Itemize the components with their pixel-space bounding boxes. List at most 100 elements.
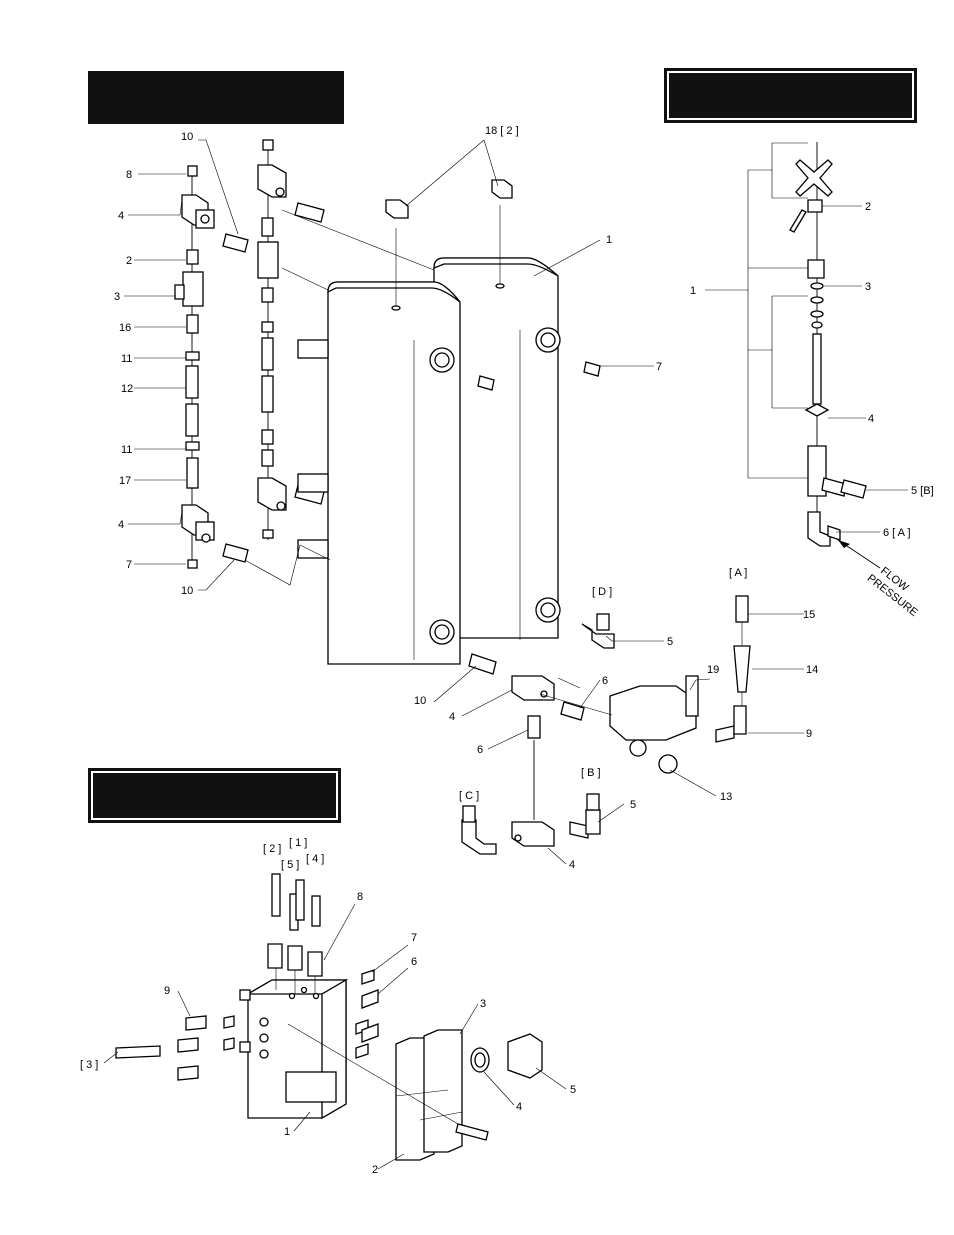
callout-m-3: 3 bbox=[480, 998, 486, 1010]
callout-5-d: 5 bbox=[667, 636, 673, 648]
valve-part-3 bbox=[182, 271, 204, 307]
stem bbox=[812, 333, 822, 405]
fitting-part-5-b bbox=[840, 479, 867, 499]
callout-11-top: 11 bbox=[121, 353, 132, 365]
bottom-piping bbox=[461, 595, 751, 855]
plug-part-6-m bbox=[361, 989, 379, 1009]
coil-part-19 bbox=[685, 675, 699, 717]
callout-15: 15 bbox=[803, 609, 815, 621]
callout-9: 9 bbox=[806, 728, 812, 740]
callout-4-center: 4 bbox=[449, 711, 455, 723]
handle-knob bbox=[795, 159, 833, 197]
callout-m-3-probe: [ 3 ] bbox=[80, 1059, 98, 1071]
fitting-part-10-upper bbox=[222, 233, 249, 253]
fitting-part-5-m bbox=[507, 1033, 543, 1079]
callout-2-right: 2 bbox=[865, 201, 871, 213]
ferrule-part-11 bbox=[185, 351, 200, 361]
callout-b: [ B ] bbox=[581, 767, 601, 779]
callout-12: 12 bbox=[121, 383, 133, 395]
callout-7-tank: 7 bbox=[656, 361, 662, 373]
nipple-part-15 bbox=[735, 595, 749, 623]
valve-body bbox=[807, 445, 827, 497]
elbow-part-6-a bbox=[807, 511, 831, 547]
fitting-part-18-b bbox=[491, 179, 513, 199]
elbow-part-5-d bbox=[581, 623, 615, 649]
callout-m-8: 8 bbox=[357, 891, 363, 903]
callout-4-bottom: 4 bbox=[118, 519, 124, 531]
elbow-part-5-b bbox=[585, 809, 601, 835]
tube-part-12 bbox=[185, 365, 199, 399]
callout-10-center: 10 bbox=[414, 695, 426, 707]
plug-part-7-rear bbox=[583, 361, 601, 377]
callout-14: 14 bbox=[806, 664, 818, 676]
callout-2: 2 bbox=[126, 255, 132, 267]
callout-8: 8 bbox=[126, 169, 132, 181]
callout-1-tank: 1 bbox=[606, 234, 612, 246]
tee-part-4-low bbox=[511, 821, 555, 847]
fitting-part-8 bbox=[307, 951, 323, 977]
callout-19: 19 bbox=[707, 664, 719, 676]
callout-a: [ A ] bbox=[729, 567, 747, 579]
washer-part-3 bbox=[810, 282, 824, 290]
callout-18: 18 [ 2 ] bbox=[485, 125, 519, 137]
left-fitting-column bbox=[174, 165, 249, 569]
plug-part-7-m bbox=[361, 969, 375, 985]
ferrule-part-11b bbox=[185, 441, 200, 451]
nipple-part-17 bbox=[186, 457, 199, 489]
fitting-part-18-a bbox=[385, 199, 409, 219]
callout-m-5: [ 5 ] bbox=[281, 859, 299, 871]
cap-part-8 bbox=[187, 165, 198, 177]
fitting-part-10-lower bbox=[222, 543, 249, 563]
callout-6-right: 6 bbox=[602, 675, 608, 687]
nut-part-4 bbox=[804, 403, 830, 417]
title-box-top-right bbox=[664, 68, 917, 123]
callout-m-4b: 4 bbox=[516, 1101, 522, 1113]
fitting-part-10-bottom bbox=[468, 653, 497, 675]
callout-16: 16 bbox=[119, 322, 131, 334]
callout-m-7: 7 bbox=[411, 932, 417, 944]
leader-lines bbox=[103, 139, 908, 1170]
callout-7-left: 7 bbox=[126, 559, 132, 571]
tank-front bbox=[297, 281, 461, 665]
plate-part-3 bbox=[423, 1029, 463, 1153]
title-box-top-left bbox=[88, 71, 344, 124]
callout-6-down: 6 bbox=[477, 744, 483, 756]
callout-5-b: 5 bbox=[630, 799, 636, 811]
elbow-part-9 bbox=[733, 705, 747, 735]
callout-3-right: 3 bbox=[865, 281, 871, 293]
nipple-part-16 bbox=[186, 314, 199, 334]
plug-part-7-front bbox=[477, 375, 495, 391]
plug-part-7 bbox=[187, 559, 198, 569]
manifold-assembly bbox=[115, 873, 543, 1161]
callout-m-2: [ 2 ] bbox=[263, 843, 281, 855]
callout-m-5b: 5 bbox=[570, 1084, 576, 1096]
callout-10-bottom: 10 bbox=[181, 585, 193, 597]
callout-m-4: [ 4 ] bbox=[306, 853, 324, 865]
callout-m-2b: 2 bbox=[372, 1164, 378, 1176]
callout-m-9: 9 bbox=[164, 985, 170, 997]
callout-m-6: 6 bbox=[411, 956, 417, 968]
right-valve-column bbox=[705, 142, 881, 569]
adapter-part-2 bbox=[186, 249, 199, 265]
callout-13: 13 bbox=[720, 791, 732, 803]
solenoid-valve-13 bbox=[609, 685, 697, 741]
probe-part-3 bbox=[115, 1045, 161, 1059]
valve-part-14 bbox=[733, 645, 751, 693]
title-box-bottom-left bbox=[88, 768, 341, 823]
lever-part-2 bbox=[789, 209, 807, 233]
callout-6a-right: 6 [ A ] bbox=[883, 527, 911, 539]
callout-4-right: 4 bbox=[868, 413, 874, 425]
second-fitting-column bbox=[257, 139, 325, 540]
fitting-part-9 bbox=[185, 1015, 207, 1031]
callout-d: [ D ] bbox=[592, 586, 612, 598]
callout-c: [ C ] bbox=[459, 790, 479, 802]
callout-4-low: 4 bbox=[569, 859, 575, 871]
callout-4-top: 4 bbox=[118, 210, 124, 222]
callout-1-right: 1 bbox=[690, 285, 696, 297]
callout-10-top: 10 bbox=[181, 131, 193, 143]
callout-11-bottom: 11 bbox=[121, 444, 132, 456]
callout-m-1b: 1 bbox=[284, 1126, 290, 1138]
bonnet-nut bbox=[807, 259, 825, 279]
elbow-part-5-c bbox=[461, 819, 497, 855]
